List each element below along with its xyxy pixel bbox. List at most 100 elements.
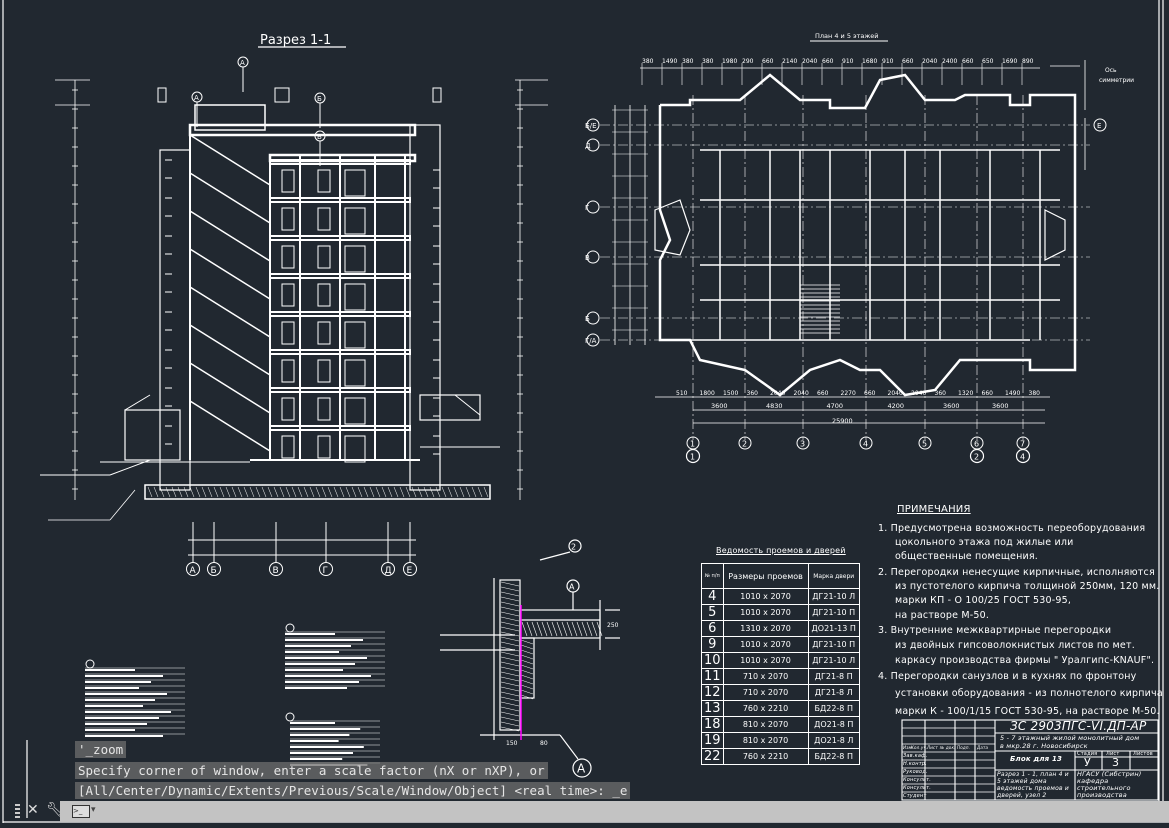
title-block-role: Консульт.: [903, 777, 932, 783]
plan-bottom-dim: 2270: [841, 390, 856, 397]
plan-top-dim: 380: [642, 58, 654, 65]
plan-axis-label: 6: [974, 440, 979, 449]
row-number: 13: [701, 700, 724, 717]
close-command-line-icon[interactable]: ✕: [27, 802, 39, 818]
plan-left-axis-marker: [586, 118, 600, 132]
title-block-project-2: в мкр.28 г. Новосибирск: [1000, 742, 1088, 750]
recent-commands-dropdown-icon[interactable]: ▾: [91, 805, 96, 815]
plan-bottom-dim: 360: [935, 390, 947, 397]
title-block-column-header: Лист: [927, 745, 938, 750]
plan-left-axis-label: Б: [585, 315, 590, 323]
plan-alt-axis-label: 4: [1020, 453, 1025, 462]
plan-top-dim: 660: [962, 58, 974, 65]
title-block-drawing-1: Разрез 1 - 1, план 4 и 5 этажей дома: [997, 771, 1069, 785]
note-line: общественные помещения.: [895, 551, 1038, 562]
plan-top-dim: 910: [842, 58, 854, 65]
command-input-bar[interactable]: >_ ▾: [60, 801, 1169, 822]
row-number: 6: [701, 620, 724, 637]
row-number: 11: [701, 668, 724, 685]
plan-left-axis-marker: [586, 200, 600, 214]
note-line: марки КП - О 100/25 ГОСТ 530-95,: [895, 595, 1072, 606]
plan-left-axis-marker: [586, 333, 600, 347]
plan-top-dim: 1490: [662, 58, 677, 65]
section-1-1: [40, 46, 548, 556]
symmetry-label-1: Ось: [1105, 67, 1117, 74]
plan-title: План 4 и 5 этажей: [815, 32, 878, 40]
detail-axis-mid: А: [569, 583, 575, 592]
title-block-sheet-name: Блок для 13: [1010, 755, 1063, 763]
title-block-column-header: Подп.: [957, 745, 971, 750]
plan-top-dim: 2400: [942, 58, 957, 65]
title-block-role: Зав.каф.: [903, 753, 928, 759]
note-line: установки оборудования - из полнотелого …: [895, 688, 1163, 699]
command-line-grip[interactable]: [15, 804, 20, 819]
plan-left-axis-marker: [586, 250, 600, 264]
row-door-mark: ДО21-8 Л: [807, 732, 860, 749]
row-number: 19: [701, 732, 724, 749]
title-block: [901, 719, 1159, 801]
detail-hatch: [500, 581, 603, 732]
plan-top-dim: 380: [702, 58, 714, 65]
title-block-org-2: строительного производства: [1077, 784, 1131, 799]
plan-top-dim: 890: [1022, 58, 1034, 65]
plan-left-axis-label: Г/А: [585, 337, 597, 345]
title-block-org-1: НГАСУ (Сибстрин) кафедра: [1077, 770, 1142, 785]
note-line: из пустотелого кирпича толщиной 250мм, 1…: [895, 581, 1160, 592]
note-line: из двойных гипсоволокнистых листов по ме…: [895, 640, 1135, 651]
plan-axis-dim: 3600: [992, 402, 1009, 410]
row-door-mark: БД22-8 П: [807, 700, 860, 717]
plan-bottom-dim: 360: [747, 390, 759, 397]
floor-plan: [600, 40, 1090, 440]
section-axis-label: Е: [407, 566, 413, 576]
section-axis-marker: [269, 562, 283, 576]
row-size: 1010 x 2070: [722, 604, 809, 621]
symmetry-label-2: симметрии: [1099, 77, 1134, 84]
section-top-axis-label: В: [317, 133, 322, 141]
plan-bottom-dim: 2040: [888, 390, 903, 397]
plan-axis-dim: 4830: [766, 402, 783, 410]
section-axis-label: Д: [385, 566, 392, 576]
title-block-project-1: 5 - 7 этажный жилой монолитный дом: [1000, 734, 1140, 742]
plan-axis-marker: [918, 436, 932, 450]
command-history-line-3: [All/Center/Dynamic/Extents/Previous/Sca…: [75, 782, 631, 799]
row-size: 760 x 2210: [722, 700, 809, 717]
row-size: 1010 x 2070: [722, 652, 809, 669]
plan-alt-axis-marker: [1015, 448, 1031, 464]
note-line: 4. Перегородки санузлов и в кухнях по фр…: [878, 671, 1137, 682]
section-axis-marker: [319, 562, 333, 576]
detail-dim-2: 150: [506, 740, 518, 747]
plan-top-dim: 2140: [782, 58, 797, 65]
section-top-axis-label: А: [240, 59, 245, 67]
plan-left-axis-label: Б/Е: [585, 122, 597, 130]
command-prompt-icon[interactable]: >_: [72, 805, 90, 818]
title-block-sheet: 3: [1112, 756, 1120, 769]
detail-axis-top: 2: [571, 543, 576, 552]
plan-bottom-dim: 2040: [770, 390, 785, 397]
customize-wrench-icon[interactable]: 🔧︎: [46, 802, 64, 818]
section-top-axis-label: Б: [317, 95, 322, 103]
plan-top-dim: 380: [682, 58, 694, 65]
legend-blocks: [85, 623, 385, 766]
plan-left-axis-label: В: [585, 254, 590, 262]
plan-top-dim: 2040: [922, 58, 937, 65]
row-size: 810 x 2070: [722, 716, 809, 733]
plan-total-dim: 25900: [832, 417, 853, 425]
title-block-sheets-header: Листов: [1133, 751, 1153, 757]
section-axis-label: Г: [323, 566, 329, 576]
plan-bottom-dim: 1800: [700, 390, 715, 397]
row-door-mark: ДГ21-10 Л: [807, 652, 860, 669]
plan-bottom-dim: 660: [817, 390, 829, 397]
plan-top-dim: 660: [902, 58, 914, 65]
plan-bottom-dim: 1490: [1005, 390, 1020, 397]
row-number: 22: [701, 748, 724, 765]
notes-title: ПРИМЕЧАНИЯ: [897, 504, 971, 515]
